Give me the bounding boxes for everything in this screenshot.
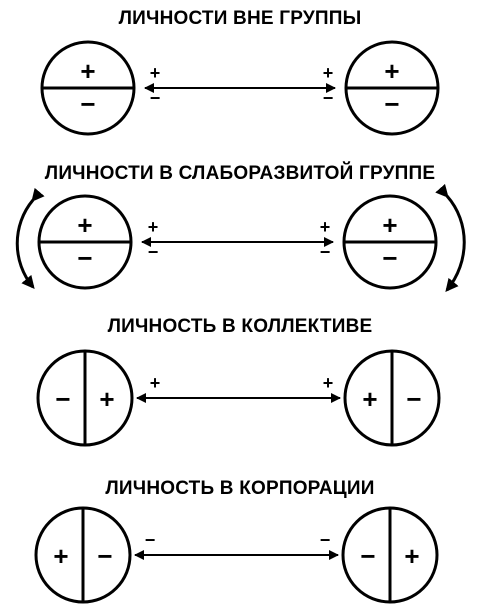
plus-sign: + — [404, 541, 419, 571]
person-circle-left: + − — [40, 40, 136, 136]
minus-sign: − — [382, 243, 397, 273]
rotation-arrow-right — [435, 183, 466, 293]
section-title-collective: ЛИЧНОСТЬ В КОЛЛЕКТИВЕ — [107, 316, 373, 337]
person-circle-left: + − — [37, 194, 133, 290]
minus-sign: − — [80, 89, 95, 119]
diagram-corporation: + − − + − − — [34, 506, 439, 604]
arrow-plus-sign-left: + — [150, 373, 161, 393]
arrow-minus-sign-left: − — [145, 530, 156, 550]
arrow-plus-sign-left: + — [148, 217, 159, 237]
diagram-weak-group: + − + − + − + − — [15, 183, 466, 293]
section-title-outside-group: ЛИЧНОСТИ ВНЕ ГРУППЫ — [118, 8, 362, 29]
arrow-minus-sign-right: − — [320, 242, 331, 262]
section-title-corporation: ЛИЧНОСТЬ В КОРПОРАЦИИ — [105, 478, 375, 499]
section-title-weak-group: ЛИЧНОСТИ В СЛАБОРАЗВИТОЙ ГРУППЕ — [44, 163, 436, 184]
plus-sign: + — [362, 384, 377, 414]
rotation-arrow-left — [15, 187, 45, 289]
plus-sign: + — [99, 384, 114, 414]
arrow-plus-sign-right: + — [323, 63, 334, 83]
minus-sign: − — [360, 541, 375, 571]
person-circle-right: + − — [342, 194, 438, 290]
arrow-minus-sign-left: − — [150, 88, 161, 108]
person-circle-left: − + — [36, 349, 134, 447]
plus-sign: + — [384, 56, 399, 86]
diagram-outside-group: + − + − + − + − — [40, 40, 440, 136]
minus-sign: − — [384, 89, 399, 119]
person-circle-right: + − — [343, 349, 441, 447]
arrow-minus-sign-left: − — [148, 242, 159, 262]
minus-sign: − — [97, 541, 112, 571]
arrow-minus-sign-right: − — [323, 88, 334, 108]
minus-sign: − — [77, 243, 92, 273]
minus-sign: − — [406, 384, 421, 414]
arrow-plus-sign-right: + — [320, 217, 331, 237]
plus-sign: + — [77, 210, 92, 240]
person-circle-right: + − — [344, 40, 440, 136]
person-circle-right: − + — [341, 506, 439, 604]
person-circle-left: + − — [34, 506, 132, 604]
plus-sign: + — [53, 541, 68, 571]
plus-sign: + — [80, 56, 95, 86]
arrow-plus-sign-right: + — [323, 373, 334, 393]
arrow-plus-sign-left: + — [150, 63, 161, 83]
arrow-minus-sign-right: − — [320, 530, 331, 550]
diagram-collective: − + + − + + — [36, 349, 441, 447]
minus-sign: − — [55, 384, 70, 414]
plus-sign: + — [382, 210, 397, 240]
